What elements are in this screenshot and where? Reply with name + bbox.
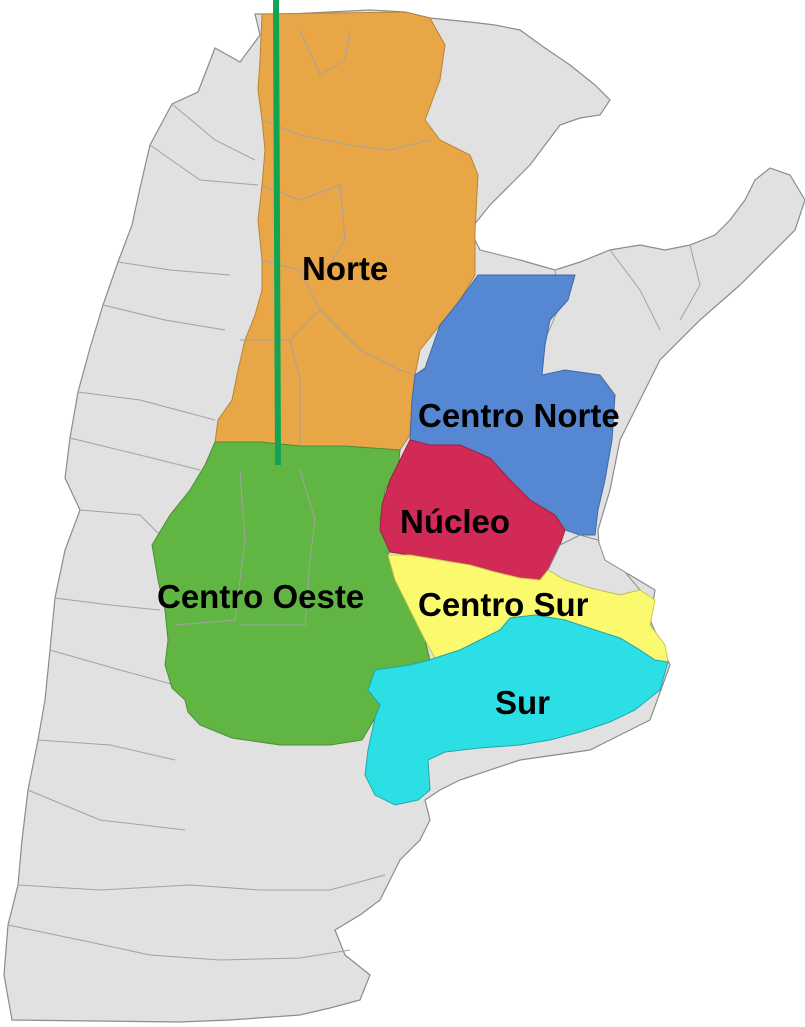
region-label-nucleo: Núcleo bbox=[400, 503, 511, 540]
region-label-centro-norte: Centro Norte bbox=[418, 397, 620, 434]
region-sur[interactable] bbox=[364, 614, 669, 806]
province-borders-centro-oeste bbox=[174, 469, 316, 626]
region-label-norte: Norte bbox=[302, 250, 389, 287]
region-label-centro-sur: Centro Sur bbox=[418, 586, 589, 623]
region-label-centro-oeste: Centro Oeste bbox=[157, 578, 365, 615]
province-borders-grey bbox=[7, 103, 701, 961]
meridian-divider-line bbox=[273, 0, 281, 466]
region-label-sur: Sur bbox=[495, 684, 551, 721]
province-borders-norte bbox=[240, 29, 431, 446]
region-centro-norte[interactable] bbox=[409, 274, 616, 536]
